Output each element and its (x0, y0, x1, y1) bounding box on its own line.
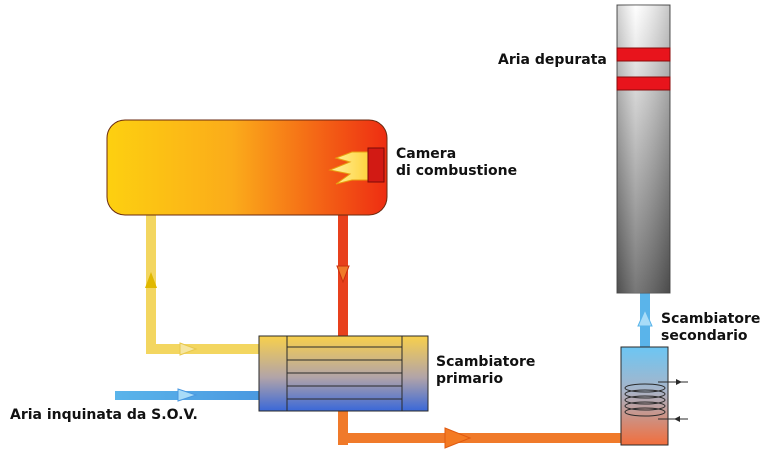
label-polluted-air: Aria inquinata da S.O.V. (10, 407, 198, 423)
flow-arrow-up-icon (145, 272, 157, 288)
chimney-band-bottom (616, 76, 671, 91)
coil-arrow-in-icon (674, 416, 680, 422)
label-secondary-line1: Scambiatore (661, 311, 761, 327)
label-clean-air: Aria depurata (498, 52, 607, 68)
flame-icon (328, 147, 385, 185)
coil-arrow-out-icon (676, 379, 682, 385)
flow-arrow-chimney-icon (637, 308, 653, 327)
label-combustion-chamber: Camera di combustione (396, 146, 517, 180)
flow-arrow-left-icon (179, 342, 198, 356)
label-secondary-line2: secondario (661, 328, 748, 344)
chimney-band-top (616, 47, 671, 62)
flow-arrow-right-icon (444, 427, 472, 449)
label-primary-line1: Scambiatore (436, 354, 536, 370)
label-primary-exchanger: Scambiatore primario (436, 354, 535, 388)
label-primary-line2: primario (436, 371, 504, 387)
label-secondary-exchanger: Scambiatore secondario (661, 311, 760, 345)
primary-heat-exchanger (258, 335, 429, 412)
label-combustion-line2: di combustione (396, 163, 518, 179)
pipe-outlet (338, 410, 624, 445)
combustion-chamber (106, 119, 388, 216)
flow-arrow-down-icon (336, 265, 350, 284)
flow-arrow-inlet-icon (177, 388, 198, 402)
secondary-heat-exchanger (620, 346, 688, 446)
chimney-stack (616, 4, 671, 294)
coil-icon (624, 381, 688, 420)
pipe-return-up (146, 212, 260, 354)
label-combustion-line1: Camera (396, 146, 457, 162)
